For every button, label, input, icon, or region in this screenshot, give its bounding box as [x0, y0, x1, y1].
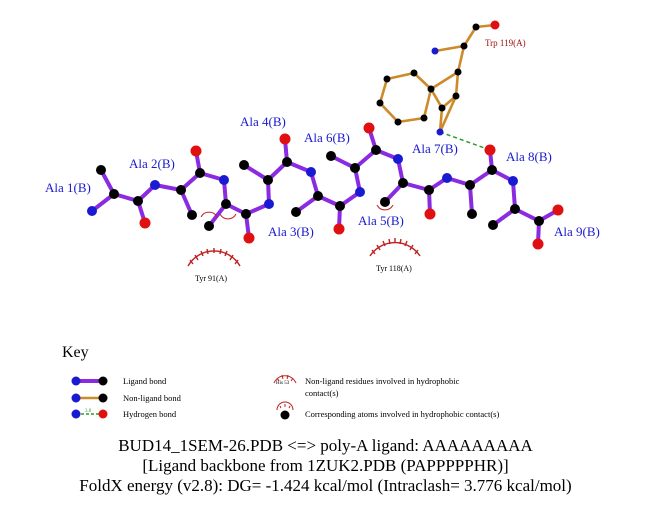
label-tyr-118: Tyr 118(A) [376, 264, 412, 273]
key-corresponding-atoms-label: Corresponding atoms involved in hydropho… [305, 409, 499, 419]
ligand-atoms [87, 122, 564, 250]
key-ligand-bond-label: Ligand bond [123, 376, 167, 386]
trp-119-bonds [378, 23, 497, 134]
key-corresponding-atom-sample [276, 401, 294, 420]
label-ala-2: Ala 2(B) [129, 156, 175, 171]
label-ala-9: Ala 9(B) [554, 224, 600, 239]
key: Key Ligand bond Non-ligand bond 3.0 Hydr… [62, 344, 499, 420]
key-ligand-bond-sample [71, 376, 108, 386]
trp-119-atoms [376, 20, 500, 136]
nonligand-residue-labels: Trp 119(A) Tyr 91(A) Tyr 118(A) [195, 38, 526, 283]
ligand-residue-labels: Ala 1(B) Ala 2(B) Ala 3(B) Ala 4(B) Ala … [45, 114, 600, 239]
key-hbond-length: 3.0 [85, 409, 92, 414]
label-ala-5: Ala 5(B) [358, 213, 404, 228]
label-ala-6: Ala 6(B) [304, 130, 350, 145]
key-hydrogen-bond-label: Hydrogen bond [123, 409, 177, 419]
key-nonligand-bond-label: Non-ligand bond [123, 393, 182, 403]
label-tyr-91: Tyr 91(A) [195, 274, 227, 283]
hydrophobic-residue-tyr118 [369, 238, 421, 257]
key-his53-label: His 53 [276, 381, 290, 386]
hydrogen-bond [439, 131, 491, 151]
label-ala-7: Ala 7(B) [412, 141, 458, 156]
label-trp-119: Trp 119(A) [485, 38, 526, 48]
key-hydrogen-bond-sample: 3.0 [71, 409, 108, 419]
label-ala-8: Ala 8(B) [506, 149, 552, 164]
key-hydrophobic-residue-label-2: contact(s) [305, 388, 339, 398]
caption-line-1: BUD14_1SEM-26.PDB <=> poly-A ligand: AAA… [118, 436, 533, 455]
caption-line-3: FoldX energy (v2.8): DG= -1.424 kcal/mol… [79, 476, 572, 495]
label-ala-3: Ala 3(B) [268, 224, 314, 239]
label-ala-1: Ala 1(B) [45, 180, 91, 195]
key-nonligand-bond-sample [71, 393, 108, 403]
hydrophobic-residue-tyr91 [187, 248, 241, 267]
label-ala-4: Ala 4(B) [240, 114, 286, 129]
key-title: Key [62, 344, 89, 361]
key-hydrophobic-residue-label-1: Non-ligand residues involved in hydropho… [305, 376, 460, 386]
corresponding-atom-arcs [200, 204, 394, 220]
caption-line-2: [Ligand backbone from 1ZUK2.PDB (PAPPPPP… [142, 456, 509, 475]
key-hydrophobic-residue-sample [273, 374, 297, 384]
